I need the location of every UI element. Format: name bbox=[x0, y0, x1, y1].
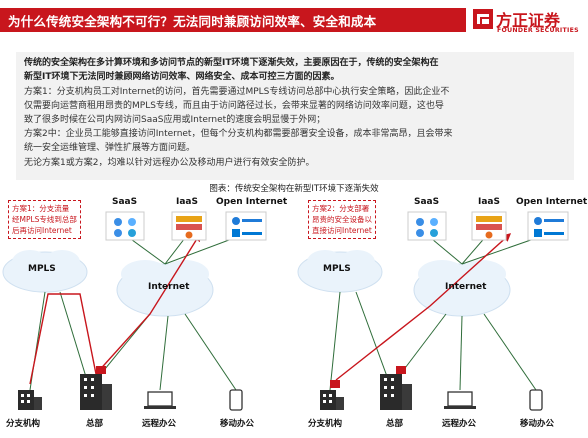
logo-english-text: FOUNDER SECURITIES bbox=[497, 27, 579, 34]
mobile-label-left: 移动办公 bbox=[220, 419, 255, 429]
laptop-icon-right bbox=[444, 391, 476, 409]
page-title: 为什么传统安全架构不可行？无法同时兼顾访问效率、安全和成本 bbox=[8, 14, 377, 29]
branch-label-left: 分支机构 bbox=[6, 419, 41, 429]
mpls-cloud-left bbox=[2, 250, 88, 293]
summary-line: 致了很多时候在公司内网访问SaaS应用或Internet的速度会明显慢于外网； bbox=[24, 115, 326, 125]
right-panel bbox=[297, 211, 569, 411]
summary-line: 传统的安全架构在多计算环境和多访问节点的新型IT环境下逐渐失效，主要原因在于，传… bbox=[24, 58, 439, 68]
title-bar bbox=[0, 8, 466, 32]
branch-label-right: 分支机构 bbox=[308, 419, 343, 429]
page-header: 为什么传统安全架构不可行？无法同时兼顾访问效率、安全和成本 方正证券 FOUND… bbox=[0, 0, 588, 38]
internet-label-right: Internet bbox=[445, 282, 487, 292]
branch-building-icon-right bbox=[320, 380, 344, 410]
mpls-label-left: MPLS bbox=[28, 264, 56, 274]
summary-line: 新型IT环境下无法同时兼顾网络访问效率、网络安全、成本可控三方面的因素。 bbox=[24, 72, 340, 82]
remote-label-right: 远程办公 bbox=[442, 419, 477, 429]
summary-line: 方案2中：企业员工能够直接访问Internet，但每个分支机构都需要部署安全设备… bbox=[24, 129, 453, 139]
figure-caption: 图表：传统安全架构在新型IT环境下逐渐失效 bbox=[209, 184, 379, 194]
open-internet-label-right: Open Internet bbox=[516, 197, 588, 207]
hq-label-right: 总部 bbox=[386, 419, 404, 429]
saas-logos-right bbox=[407, 211, 447, 241]
diagram-lines bbox=[2, 211, 569, 411]
architecture-diagram: 方案1：分支流量 经MPLS专线到总部 后再访问Internet SaaS Ia… bbox=[0, 194, 588, 438]
mpls-label-right: MPLS bbox=[323, 264, 351, 274]
iaas-label-right: IaaS bbox=[478, 197, 500, 207]
logo-chinese-text: 方正证券 bbox=[496, 11, 561, 30]
summary-line: 无论方案1或方案2，均难以针对远程办公及移动用户进行有效安全防护。 bbox=[24, 158, 315, 168]
founder-securities-logo: 方正证券 FOUNDER SECURITIES bbox=[470, 4, 586, 38]
phone-icon-left bbox=[229, 389, 243, 411]
hq-building-icon-right bbox=[380, 366, 412, 410]
scheme2-callout: 方案2：分支部署 昂贵的安全设备以 直接访问Internet bbox=[308, 200, 376, 239]
saas-label-left: SaaS bbox=[112, 197, 138, 207]
scheme1-callout: 方案1：分支流量 经MPLS专线到总部 后再访问Internet bbox=[8, 200, 81, 239]
hq-label-left: 总部 bbox=[86, 419, 104, 429]
summary-box: 传统的安全架构在多计算环境和多访问节点的新型IT环境下逐渐失效，主要原因在于，传… bbox=[16, 52, 574, 180]
mobile-label-right: 移动办公 bbox=[520, 419, 555, 429]
logo-mark-icon bbox=[473, 9, 493, 29]
iaas-label-left: IaaS bbox=[176, 197, 198, 207]
summary-line: 方案1：分支机构员工对Internet的访问，首先需要通过MPLS专线访问总部中… bbox=[24, 87, 450, 97]
open-internet-label-left: Open Internet bbox=[216, 197, 288, 207]
branch-building-icon-left bbox=[18, 390, 42, 410]
laptop-icon-left bbox=[144, 391, 176, 409]
remote-label-left: 远程办公 bbox=[142, 419, 177, 429]
summary-line: 统一安全运维管理、弹性扩展等方面问题。 bbox=[24, 143, 196, 153]
hq-building-icon-left bbox=[80, 366, 112, 410]
saas-label-right: SaaS bbox=[414, 197, 440, 207]
summary-line: 仅需要向运营商租用昂贵的MPLS专线，而且由于访问路径过长，会带来显著的网络访问… bbox=[24, 101, 444, 111]
phone-icon-right bbox=[529, 389, 543, 411]
saas-logos-left bbox=[105, 211, 145, 241]
left-panel bbox=[2, 211, 267, 411]
internet-label-left: Internet bbox=[148, 282, 190, 292]
